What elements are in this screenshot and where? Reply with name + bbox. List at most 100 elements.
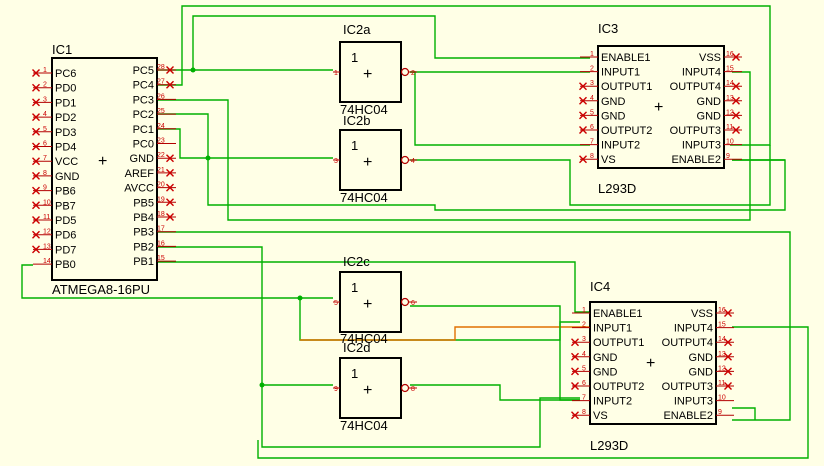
pin-number: 18 <box>157 211 165 218</box>
wire-pb0 <box>21 264 333 299</box>
pin-number: 2 <box>582 322 586 329</box>
driver-pin-input1[interactable]: INPUT1 2 <box>572 322 632 335</box>
no-connect-icon <box>732 111 740 120</box>
driver-center-mark: + <box>646 355 655 372</box>
driver-pin-vs[interactable]: VS8 <box>579 153 616 166</box>
inverter-center-mark: + <box>363 296 372 313</box>
pin-number: 12 <box>43 229 51 236</box>
ic1-center-mark: + <box>98 153 107 170</box>
no-connect-icon <box>32 245 40 254</box>
inverter-glyph: 1 <box>351 50 358 65</box>
pin-number: 16 <box>726 51 734 58</box>
pin-number: 15 <box>157 255 165 262</box>
driver-pin-vs[interactable]: VS8 <box>571 409 608 422</box>
pin-number: 1 <box>334 70 338 77</box>
pin-label: GND <box>601 96 626 108</box>
no-connect-icon <box>724 352 732 361</box>
pin-number: 12 <box>726 109 734 116</box>
pin-label: INPUT1 <box>601 67 640 79</box>
wire-pc3 <box>157 71 751 221</box>
ic1-body[interactable] <box>51 57 158 281</box>
ic1-ref: IC1 <box>52 42 72 57</box>
pin-label: PC0 <box>133 139 154 151</box>
driver-body[interactable] <box>597 45 725 169</box>
driver-ic3[interactable]: IC3+L293DENABLE11INPUT12OUTPUT13GND4GND5… <box>579 21 743 196</box>
driver-ic4[interactable]: IC4+L293DENABLE11INPUT12OUTPUT13GND4GND5… <box>571 279 735 453</box>
pin-label: INPUT1 <box>593 323 632 335</box>
pin-number: 6 <box>582 380 586 387</box>
no-connect-icon <box>732 82 740 91</box>
ic1-component[interactable]: IC1 + ATMEGA8-16PU PC61PD02PD13PD24PD35P… <box>32 42 177 297</box>
driver-body[interactable] <box>589 301 717 425</box>
pin-number: 26 <box>157 93 165 100</box>
pin-label: GND <box>130 153 155 165</box>
pin-label: PB1 <box>133 256 154 268</box>
pin-label: PC5 <box>133 65 154 77</box>
pin-number: 4 <box>582 351 586 358</box>
pin-number: 3 <box>590 80 594 87</box>
pin-number: 14 <box>43 258 51 265</box>
